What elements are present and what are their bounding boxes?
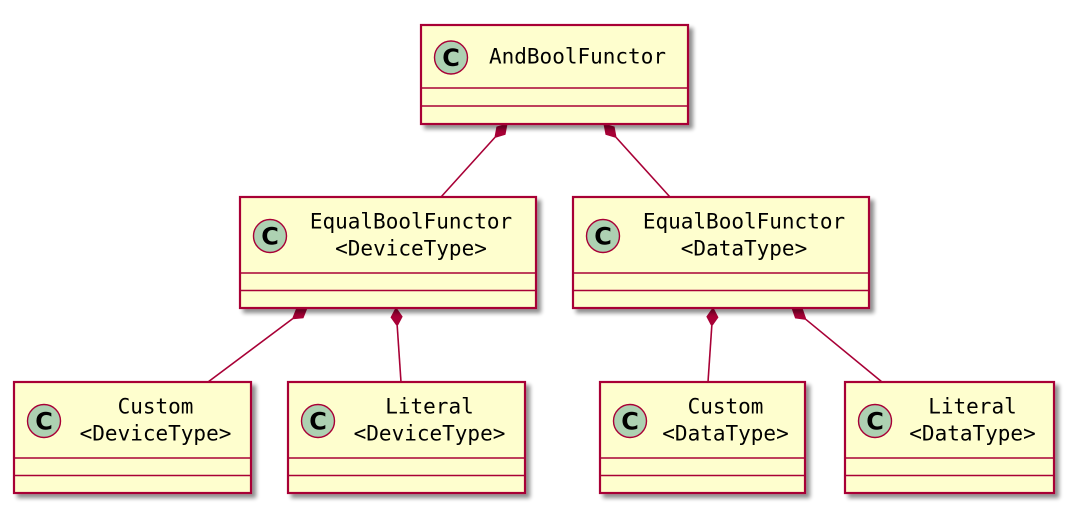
edge-line <box>707 325 713 383</box>
class-box-frame <box>12 380 253 495</box>
class-box-literal_dev[interactable]: C Literal <DeviceType> <box>286 380 527 495</box>
composition-edge-and-eq_data <box>603 123 671 198</box>
class-badge-letter: C <box>594 223 612 251</box>
class-type-parameter: <DeviceType> <box>354 422 506 446</box>
class-name: EqualBoolFunctor <box>310 210 512 234</box>
class-name: Literal <box>928 395 1017 419</box>
composition-edges <box>207 123 883 383</box>
class-type-parameter: <DeviceType> <box>80 422 232 446</box>
class-type-parameter: <DataType> <box>662 422 788 446</box>
class-badge-letter: C <box>442 44 460 72</box>
class-box-custom_data[interactable]: C Custom <DataType> <box>598 380 807 495</box>
composition-diamond-icon <box>706 307 719 327</box>
class-box-custom_dev[interactable]: C Custom <DeviceType> <box>12 380 253 495</box>
class-badge-letter: C <box>621 408 639 436</box>
class-type-parameter: <DeviceType> <box>335 237 487 261</box>
class-badge-icon: C <box>26 403 62 439</box>
edge-line <box>440 136 496 198</box>
class-box-frame <box>571 195 871 310</box>
composition-diamond-icon <box>291 307 308 320</box>
composition-diamond-icon <box>791 307 807 321</box>
composition-diamond-icon <box>390 307 403 327</box>
class-box-frame <box>238 195 538 310</box>
class-name: EqualBoolFunctor <box>643 210 845 234</box>
class-badge-icon: C <box>252 218 288 254</box>
class-badge-letter: C <box>261 223 279 251</box>
class-box-eq_data[interactable]: C EqualBoolFunctor <DataType> <box>571 195 871 310</box>
composition-diamond-icon <box>603 123 617 139</box>
class-badge-letter: C <box>35 408 53 436</box>
class-box-frame <box>419 23 690 126</box>
class-name: Literal <box>385 395 474 419</box>
edge-line <box>207 318 294 383</box>
class-badge-letter: C <box>309 408 327 436</box>
class-name: Custom <box>118 395 194 419</box>
composition-edge-and-eq_dev <box>440 123 508 198</box>
class-box-literal_data[interactable]: C Literal <DataType> <box>843 380 1056 495</box>
class-box-and[interactable]: C AndBoolFunctor <box>419 23 690 126</box>
composition-edge-eq_data-custom_data <box>706 307 719 383</box>
composition-edge-eq_dev-literal_dev <box>390 307 403 383</box>
class-badge-icon: C <box>300 403 336 439</box>
class-badge-icon: C <box>585 218 621 254</box>
edge-line <box>396 325 402 383</box>
edge-line <box>615 136 671 198</box>
class-badge-letter: C <box>866 408 884 436</box>
class-badge-icon: C <box>612 403 648 439</box>
composition-edge-eq_dev-custom_dev <box>207 307 308 383</box>
class-name: AndBoolFunctor <box>489 45 666 69</box>
composition-edge-eq_data-literal_data <box>791 307 883 383</box>
edge-line <box>805 318 883 383</box>
class-box-eq_dev[interactable]: C EqualBoolFunctor <DeviceType> <box>238 195 538 310</box>
class-type-parameter: <DataType> <box>681 237 807 261</box>
class-badge-icon: C <box>433 40 469 75</box>
class-name: Custom <box>688 395 764 419</box>
class-badge-icon: C <box>857 403 893 439</box>
class-box-frame <box>286 380 527 495</box>
class-type-parameter: <DataType> <box>909 422 1035 446</box>
composition-diamond-icon <box>494 123 508 139</box>
